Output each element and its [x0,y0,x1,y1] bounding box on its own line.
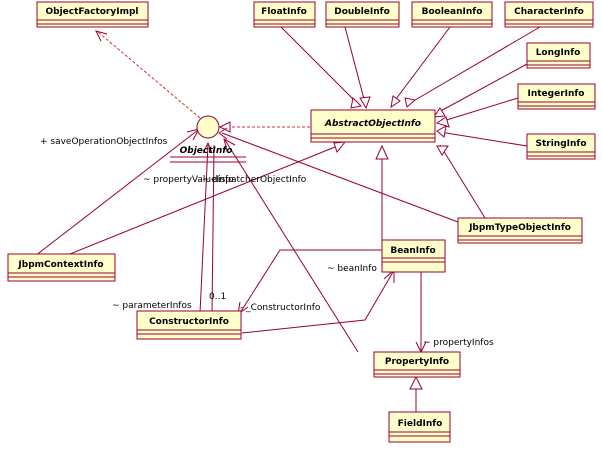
class-floatinfo[interactable]: FloatInfo [253,1,316,28]
class-longinfo[interactable]: LongInfo [526,42,591,69]
class-name: BeanInfo [390,246,435,256]
assoc-jbpmcontext-objectinfo [34,129,199,257]
class-fieldinfo[interactable]: FieldInfo [388,411,451,443]
tri-jbpmtype [436,145,449,156]
class-name: ConstructorInfo [149,317,229,327]
gen-float [280,26,358,104]
interface-circle [196,115,220,139]
class-name: StringInfo [535,139,586,149]
gen-long [436,63,528,114]
class-stringinfo[interactable]: StringInfo [526,133,596,160]
assoc-jbpmtype-objectinfo [221,132,459,223]
class-objectfactoryimpl[interactable]: ObjectFactoryImpl [36,1,149,28]
class-name: JbpmContextInfo [17,260,103,270]
class-booleaninfo[interactable]: BooleanInfo [411,1,493,28]
realization-triangle [218,121,231,133]
class-constructorinfo[interactable]: ConstructorInfo [136,310,242,340]
class-name: AbstractObjectInfo [324,119,421,129]
class-jbpmcontextinfo[interactable]: JbpmContextInfo [7,253,116,282]
role-parameter-infos: ~ parameterInfos [112,301,192,311]
tri-character [404,97,417,108]
class-name: LongInfo [536,48,581,58]
assoc-head-property [223,138,236,152]
assoc-property-objectinfo [224,139,359,353]
role-dispatcher-object-info: ~ dispatcherObjectInfo [202,175,307,185]
interface-name: ObjectInfo [180,146,233,156]
assoc-constructor-bean [241,271,394,334]
class-integerinfo[interactable]: IntegerInfo [517,83,596,110]
role-property-infos: ~ propertyInfos [423,338,494,348]
class-propertyinfo[interactable]: PropertyInfo [373,351,461,378]
role-save-operation-object-infos: + saveOperationObjectInfos [40,137,168,147]
class-name: FloatInfo [261,7,307,17]
gen-double [344,26,366,104]
class-jbpmtypeobjectinfo[interactable]: JbpmTypeObjectInfo [457,217,583,244]
gen-integer [439,97,519,123]
interface-objectinfo[interactable]: ObjectInfo [170,115,246,163]
tri-string [436,125,447,138]
gen-jbpmcontext [64,146,336,257]
assoc-head-jbpmtype [218,127,228,140]
dependency-arrowhead [95,30,108,42]
class-abstractobjectinfo[interactable]: AbstractObjectInfo [310,109,436,143]
tri-integer [435,116,450,128]
class-name: DoubleInfo [334,7,390,17]
tri-bean [375,144,389,160]
class-name: BooleanInfo [422,7,483,17]
assoc-bean-constructor [239,249,382,314]
assoc-head-constructor [202,141,213,154]
tri-double [359,96,371,110]
class-name: FieldInfo [398,419,443,429]
role-constructor-info: - _ConstructorInfo [240,303,321,313]
gen-jbpmtype [439,144,486,219]
gen-character [409,26,541,104]
class-beaninfo[interactable]: BeanInfo [381,239,446,273]
assoc-constructor-objectinfo-2 [211,144,215,314]
class-name: IntegerInfo [527,89,584,99]
role-multiplicity: 0..1 [209,292,226,302]
tri-long [433,107,446,118]
class-name: CharacterInfo [514,7,584,17]
dependency-objectinfo-factory [97,31,201,119]
role-bean-info: ~ beanInfo [327,264,377,274]
assoc-constructor-objectinfo [199,144,209,314]
tri-boolean [390,95,401,109]
gen-string [439,131,528,147]
role-property-value-info: ~ propertyValueInfo [143,175,234,185]
class-name: PropertyInfo [385,357,449,367]
tri-field [409,375,423,390]
class-characterinfo[interactable]: CharacterInfo [504,1,594,28]
class-name: JbpmTypeObjectInfo [468,223,571,233]
class-doubleinfo[interactable]: DoubleInfo [325,1,400,28]
gen-boolean [392,26,451,104]
tri-jbpmcontext [333,141,347,154]
tri-float [350,96,363,109]
class-name: ObjectFactoryImpl [46,7,139,17]
